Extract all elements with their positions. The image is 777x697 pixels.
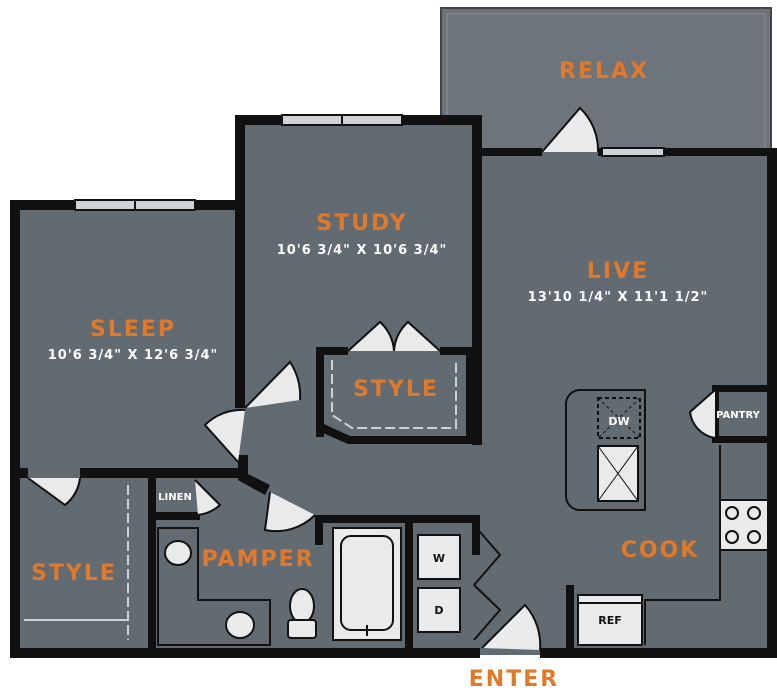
room-dim-study: 10'6 3/4" X 10'6 3/4" xyxy=(277,243,448,258)
pantry-label: PANTRY xyxy=(716,410,760,421)
sink-icon-2 xyxy=(225,611,255,639)
room-label-live: LIVE xyxy=(587,259,649,284)
refrigerator-label: REF xyxy=(598,614,622,627)
linen-label: LINEN xyxy=(158,492,192,503)
sink-icon xyxy=(164,540,192,566)
walls xyxy=(10,115,777,658)
room-label-pamper: PAMPER xyxy=(201,547,314,572)
closet-details xyxy=(24,360,457,640)
doors xyxy=(27,106,716,651)
balcony-relax xyxy=(440,7,772,154)
room-label-style-study: STYLE xyxy=(353,377,439,402)
bathtub-icon xyxy=(332,527,402,641)
bath-fixtures xyxy=(157,527,402,646)
room-label-relax: RELAX xyxy=(559,59,649,84)
room-label-study: STUDY xyxy=(316,211,407,236)
room-label-sleep: SLEEP xyxy=(90,317,176,342)
room-label-enter: ENTER xyxy=(469,667,559,692)
windows xyxy=(74,114,665,211)
room-dim-sleep: 10'6 3/4" X 12'6 3/4" xyxy=(48,348,219,363)
floor-area xyxy=(16,118,771,655)
dishwasher-label: DW xyxy=(608,415,629,428)
room-dim-live: 13'10 1/4" X 11'1 1/2" xyxy=(528,290,709,305)
laundry xyxy=(417,534,461,633)
room-label-style-sleep: STYLE xyxy=(31,561,117,586)
kitchen xyxy=(565,389,769,646)
stove-icon xyxy=(719,499,769,551)
washer-label: W xyxy=(433,552,445,565)
dryer-label: D xyxy=(434,604,443,617)
toilet-icon xyxy=(287,588,317,639)
room-label-cook: COOK xyxy=(621,538,700,563)
